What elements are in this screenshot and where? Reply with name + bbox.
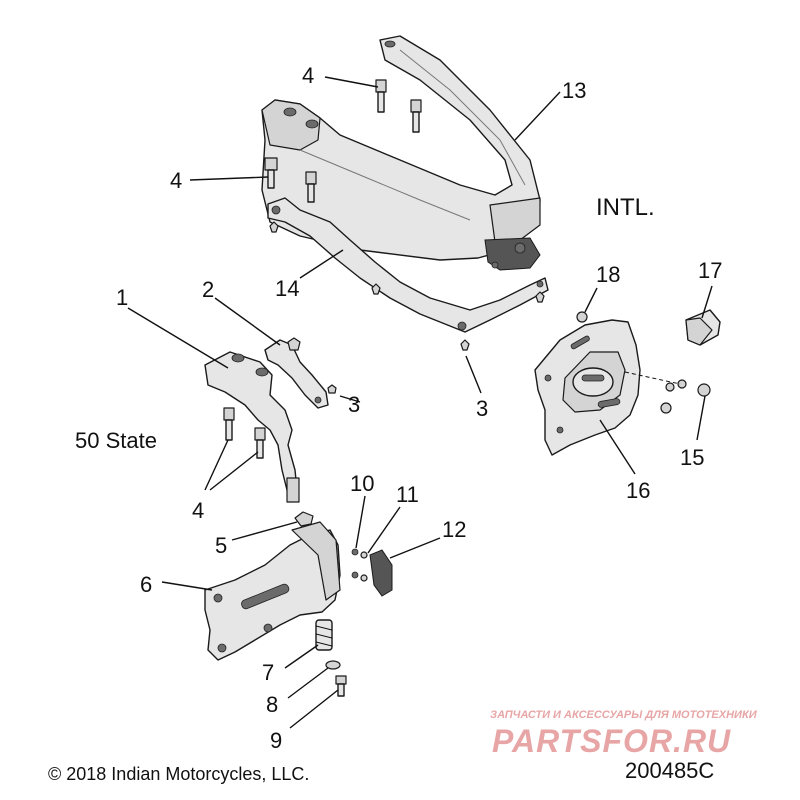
reflector-12 [351,548,393,597]
callout-9: 9 [270,728,282,753]
callout-8: 8 [266,692,278,717]
callout-13: 13 [562,78,586,103]
callout-labels: 4 13 4 14 1 2 3 3 4 5 6 7 8 9 10 11 12 1… [116,63,722,753]
callout-10: 10 [350,471,374,496]
diagram-id: 200485C [625,758,714,783]
grab-rail-13 [261,35,541,271]
callout-12: 12 [442,517,466,542]
region-label-intl: INTL. [596,194,655,221]
watermark-brand: PARTSFOR.RU [492,723,731,759]
callout-4c: 4 [192,498,204,523]
region-label-50-state: 50 State [75,428,157,453]
callout-3a: 3 [348,392,360,417]
plate-bracket-16 [534,319,641,456]
callout-6: 6 [140,572,152,597]
license-light-17 [685,309,721,346]
small-parts-5-9 [294,511,347,697]
watermark-tagline: ЗАПЧАСТИ И АКСЕССУАРЫ ДЛЯ МОТОТЕХНИКИ [490,709,758,721]
callout-1: 1 [116,285,128,310]
mount-bracket-14 [267,197,549,351]
callout-4a: 4 [302,63,314,88]
callout-16: 16 [626,478,650,503]
callout-18: 18 [596,262,620,287]
callout-15: 15 [680,445,704,470]
callout-3b: 3 [476,396,488,421]
bolt-4-upper [264,79,422,203]
callout-17: 17 [698,258,722,283]
bracket-2 [264,337,329,409]
callout-2: 2 [202,277,214,302]
plate-bracket-6 [204,521,341,661]
fasteners-15-18 [576,311,711,414]
callout-11: 11 [396,482,419,507]
callout-7: 7 [262,660,274,685]
callout-4b: 4 [170,168,182,193]
copyright-text: © 2018 Indian Motorcycles, LLC. [48,764,309,784]
bolt-4-lower [223,407,266,459]
callout-14: 14 [275,276,299,301]
plate-arm-1 [204,351,300,503]
leader-lines [127,76,713,729]
screw-3 [327,384,337,394]
callout-5: 5 [215,533,227,558]
watermark: ЗАПЧАСТИ И АКСЕССУАРЫ ДЛЯ МОТОТЕХНИКИ PA… [490,709,758,759]
